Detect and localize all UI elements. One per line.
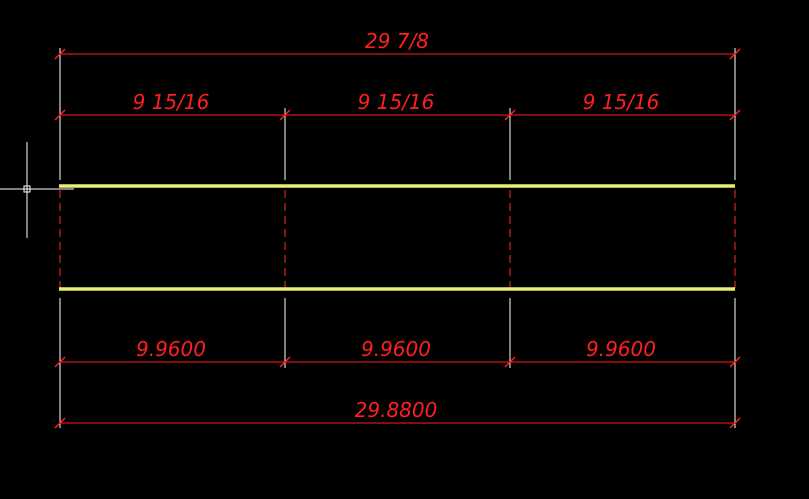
dim-text-bottom-segment-2[interactable]: 9.9600 [361, 337, 431, 361]
dim-text-bottom-segment-1[interactable]: 9.9600 [136, 337, 206, 361]
dim-text-top-segment-2[interactable]: 9 15/16 [358, 90, 435, 114]
crosshair-cursor-icon [0, 142, 74, 238]
dim-text-top-segment-3[interactable]: 9 15/16 [583, 90, 660, 114]
tick [504, 109, 516, 121]
dim-text-top-segment-1[interactable]: 9 15/16 [133, 90, 210, 114]
dim-text-top-overall[interactable]: 29 7/8 [365, 29, 429, 53]
dim-text-bottom-segment-3[interactable]: 9.9600 [586, 337, 656, 361]
tick [279, 356, 291, 368]
tick [729, 356, 741, 368]
tick [54, 48, 66, 60]
tick [729, 417, 741, 429]
tick [729, 109, 741, 121]
object-lines [59, 184, 735, 291]
tick [54, 356, 66, 368]
tick [54, 417, 66, 429]
tick [504, 356, 516, 368]
dimension-texts: 29 7/8 9 15/16 9 15/16 9 15/16 9.9600 9.… [133, 29, 660, 422]
dim-text-bottom-overall[interactable]: 29.8800 [355, 398, 438, 422]
dimension-lines [60, 53, 735, 424]
dimension-ticks [54, 48, 741, 429]
hidden-lines [59, 190, 736, 288]
tick [729, 48, 741, 60]
tick [279, 109, 291, 121]
tick [54, 109, 66, 121]
